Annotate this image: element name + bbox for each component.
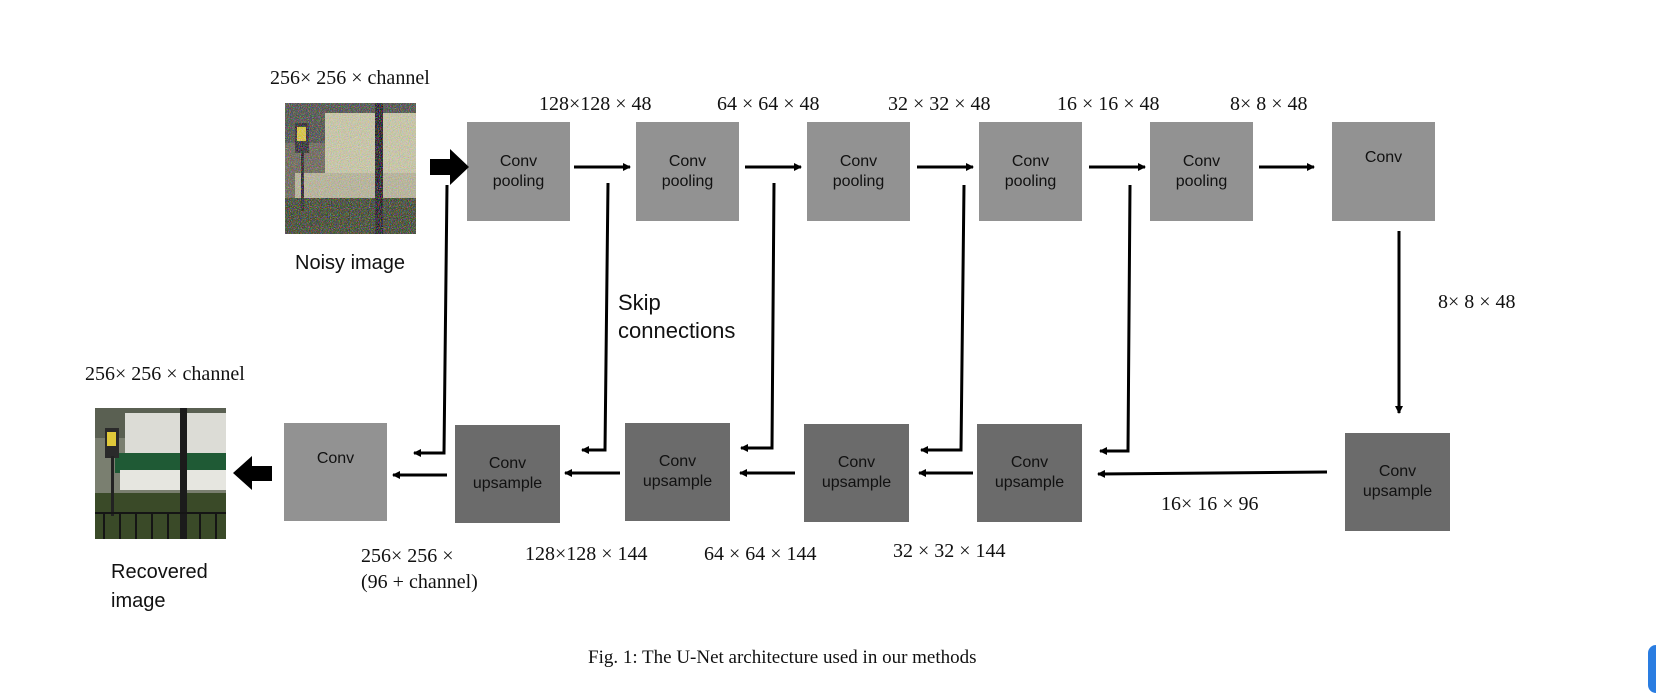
encoder-block-5-line2: pooling [1175, 172, 1228, 190]
decoder-block-2-line2: upsample [994, 474, 1065, 491]
scroll-handle[interactable] [1648, 645, 1656, 693]
decoder-dim-64: 64 × 64 × 144 [704, 543, 817, 565]
recovered-image [95, 408, 226, 539]
figure-caption: Fig. 1: The U-Net architecture used in o… [588, 647, 977, 668]
decoder-block-2: Conv upsample [977, 424, 1082, 522]
encoder-dim-128: 128×128 × 48 [539, 93, 652, 115]
decoder-block-3-line2: upsample [821, 474, 892, 491]
recovered-caption-line1: Recovered [111, 561, 208, 583]
decoder-block-3: Conv upsample [804, 424, 909, 522]
skip-connection-2 [740, 182, 776, 452]
noisy-image [285, 103, 416, 234]
encoder-block-6-line1: Conv [1364, 149, 1403, 166]
recovered-image-caption: Recovered image [111, 558, 208, 616]
decoder-dim-256: 256× 256 × (96 + channel) [361, 543, 478, 595]
encoder-block-4-line1: Conv [1011, 152, 1050, 170]
encoder-block-3-line1: Conv [839, 152, 878, 170]
bottleneck-dim: 8× 8 × 48 [1438, 291, 1516, 313]
decoder-block-1-line2: upsample [1362, 483, 1433, 500]
decoder-block-2-line1: Conv [1010, 454, 1049, 471]
skip-connection-4 [1099, 184, 1132, 455]
recovered-caption-line2: image [111, 590, 166, 612]
decoder-block-4: Conv upsample [625, 423, 730, 521]
output-block-arrow [233, 456, 272, 490]
input-size-label: 256× 256 × channel [270, 67, 430, 89]
skip-label-line2: connections [618, 318, 736, 343]
decoder-arrow-1 [1097, 469, 1328, 478]
skip-connection-1 [581, 182, 610, 454]
decoder-block-3-line1: Conv [837, 454, 876, 471]
encoder-block-1-line2: pooling [492, 172, 545, 190]
final-conv-label: Conv [316, 450, 355, 467]
encoder-block-3: Conv pooling [807, 122, 910, 221]
decoder-block-5-line1: Conv [488, 455, 527, 472]
skip-connections-label: Skip connections [618, 289, 735, 345]
encoder-dim-64: 64 × 64 × 48 [717, 93, 820, 115]
decoder-dim-16: 16× 16 × 96 [1161, 493, 1259, 515]
decoder-dim-256-line2: (96 + channel) [361, 571, 478, 593]
encoder-block-2-line1: Conv [668, 152, 707, 170]
decoder-block-1: Conv upsample [1345, 433, 1450, 531]
encoder-block-5: Conv pooling [1150, 122, 1253, 221]
final-conv-block: Conv [284, 423, 387, 521]
encoder-block-1-line1: Conv [499, 152, 538, 170]
encoder-block-6: Conv [1332, 122, 1435, 221]
decoder-dim-32: 32 × 32 × 144 [893, 540, 1006, 562]
encoder-dim-16: 16 × 16 × 48 [1057, 93, 1160, 115]
decoder-dim-128: 128×128 × 144 [525, 543, 648, 565]
skip-label-line1: Skip [618, 290, 661, 315]
skip-connection-input [413, 184, 449, 457]
encoder-block-4-line2: pooling [1004, 172, 1057, 190]
decoder-block-5-line2: upsample [472, 475, 543, 492]
encoder-block-5-line1: Conv [1182, 152, 1221, 170]
encoder-block-3-line2: pooling [832, 172, 885, 190]
encoder-block-4: Conv pooling [979, 122, 1082, 221]
encoder-dim-8: 8× 8 × 48 [1230, 93, 1308, 115]
encoder-dim-32: 32 × 32 × 48 [888, 93, 991, 115]
decoder-block-1-line1: Conv [1378, 463, 1417, 480]
decoder-block-4-line1: Conv [658, 453, 697, 470]
decoder-dim-256-line1: 256× 256 × [361, 545, 454, 567]
output-size-label: 256× 256 × channel [85, 363, 245, 385]
decoder-block-4-line2: upsample [642, 473, 713, 490]
decoder-block-5: Conv upsample [455, 425, 560, 523]
encoder-block-2-line2: pooling [661, 172, 714, 190]
skip-connection-3 [920, 184, 966, 454]
noisy-image-caption: Noisy image [295, 252, 406, 274]
encoder-block-2: Conv pooling [636, 122, 739, 221]
input-block-arrow [430, 149, 469, 185]
encoder-block-1: Conv pooling [467, 122, 570, 221]
